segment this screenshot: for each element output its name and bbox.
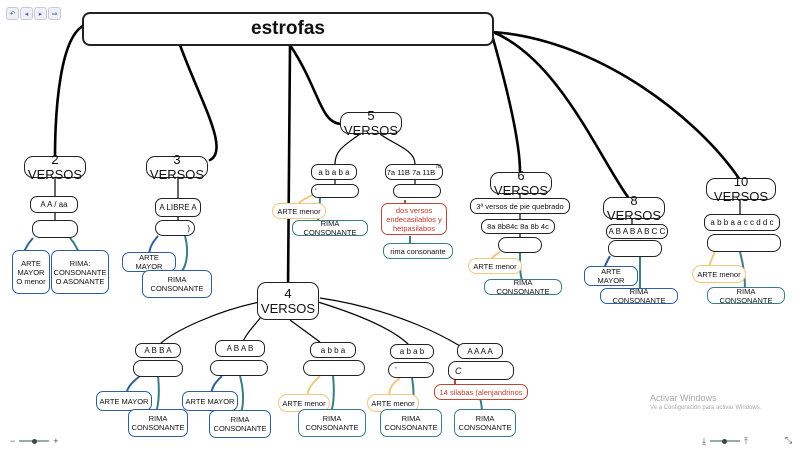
leaf-4-c5-rima[interactable]: RIMA CONSONANTE [454,409,516,437]
back-icon[interactable]: ◂ [20,7,33,20]
zoom-slider[interactable] [19,438,50,444]
node-10-empty[interactable] [707,234,781,252]
node-3-versos[interactable]: 3 VERSOS [146,152,208,182]
undo-icon[interactable]: ↶ [6,7,19,20]
leaf-4-c2-rima[interactable]: RIMA CONSONANTE [209,410,271,438]
leaf-6-rima[interactable]: RIMA CONSONANTE [484,278,562,296]
node-5-sup: 7B [435,164,442,170]
root-node[interactable]: estrofas [82,12,494,46]
zoom-slider-right-thumb[interactable] [722,438,728,444]
zoom-control-left[interactable]: − + [10,435,59,447]
node-8-empty[interactable] [608,240,662,257]
leaf-4-c5-desc[interactable]: 14 silabas (alenjandrinos [434,384,528,400]
node-4-c4-empty[interactable]: ’ [388,362,434,378]
leaf-10-arte[interactable]: ARTE menor [692,265,746,283]
node-5-versos[interactable]: 5 VERSOS [340,108,402,138]
leaf-5-desc[interactable]: dos versos endecasilablos y hetpasilabos [381,203,447,235]
leaf-3-arte[interactable]: ARTE MAYOR [122,252,176,272]
leaf-4-c4-rima[interactable]: RIMA CONSONANTE [380,409,442,437]
leaf-2-rima[interactable]: RIMA: CONSONANTE O ASONANTE [51,250,109,294]
node-3-scheme[interactable]: A LIBRE A [155,198,201,217]
node-4-c5-scheme[interactable]: A A A A [457,343,503,359]
leaf-4-c1-rima[interactable]: RIMA CONSONANTE [128,409,188,437]
node-2-scheme[interactable]: A A / aa [30,196,78,213]
node-4-c4-scheme[interactable]: a b a b [390,344,434,359]
node-5-empty-right[interactable] [393,184,441,198]
node-6-scheme[interactable]: 8a 8b84c 8a 8b 4c [481,219,555,234]
play-icon[interactable]: ▸ [34,7,47,20]
leaf-8-rima[interactable]: RIMA CONSONANTE [600,287,678,305]
node-5-empty-left[interactable]: ‘ [311,184,359,198]
zoom-control-right[interactable]: ⤓ ⤒ [702,435,748,447]
node-4-versos[interactable]: 4 VERSOS [257,282,319,320]
node-4-c3-empty[interactable] [303,360,365,376]
node-4-c1-scheme[interactable]: A B B A [135,343,181,358]
zoom-slider-thumb[interactable] [31,438,37,444]
node-6-empty[interactable] [498,237,542,253]
leaf-5-arte[interactable]: ARTE menor [272,203,326,219]
leaf-3-rima[interactable]: RIMA CONSONANTE [142,270,212,298]
zoom-slider-right[interactable] [709,438,740,444]
node-10-versos[interactable]: 10 VERSOS [706,174,776,204]
zoom-out-icon[interactable]: − [10,436,16,446]
node-4-c3-scheme[interactable]: a b b a [310,342,356,358]
node-8-versos[interactable]: 8 VERSOS [603,193,665,223]
zoom-in-icon[interactable]: + [53,436,59,446]
node-8-scheme[interactable]: A B A B A B C C [606,224,668,239]
leaf-6-arte[interactable]: ARTE menor [468,258,522,274]
node-6-desc[interactable]: 3ª versos de pie quebrado [470,198,570,214]
node-5-scheme-left[interactable]: a b a b a [311,164,357,180]
fit-icon[interactable]: ⤓ [702,435,706,446]
leaf-8-arte[interactable]: ARTE MAYOR [584,266,638,286]
forward-icon[interactable]: ⇒ [48,7,61,20]
leaf-5-rima[interactable]: RIMA CONSONANTE [292,219,368,237]
node-4-c2-empty[interactable] [210,360,268,376]
expand-icon[interactable]: ⤡ [785,435,793,445]
node-5-scheme-right-text: 7a 11B 7a 11B [386,167,436,177]
node-2-empty[interactable] [32,220,78,238]
leaf-5-rima-right[interactable]: rima consonante [383,243,453,259]
leaf-4-c1-arte[interactable]: ARTE MAYOR [96,391,152,411]
node-4-c5-empty[interactable]: C [448,361,514,380]
node-6-versos[interactable]: 6 VERSOS [490,168,552,198]
node-10-scheme[interactable]: a b b a a c c d d c [704,214,780,231]
view-icon[interactable]: ⤒ [743,435,748,446]
node-3-empty[interactable]: ) [155,220,195,236]
leaf-2-arte[interactable]: ARTE MAYOR O menor [12,250,50,294]
activation-watermark-title: Activar Windows [650,393,717,403]
node-4-c2-scheme[interactable]: A B A B [215,340,265,357]
leaf-4-c3-rima[interactable]: RIMA CONSONANTE [298,409,366,437]
node-5-scheme-right[interactable]: 7a 11B 7a 11B 7B [385,164,443,180]
leaf-4-c2-arte[interactable]: ARTE MAYOR [182,391,238,411]
node-4-c1-empty[interactable] [133,360,183,377]
leaf-10-rima[interactable]: RIMA CONSONANTE [707,287,785,305]
node-2-versos[interactable]: 2 VERSOS [24,152,86,182]
activation-watermark-text: Ve a Configuración para activar Windows. [650,405,762,411]
